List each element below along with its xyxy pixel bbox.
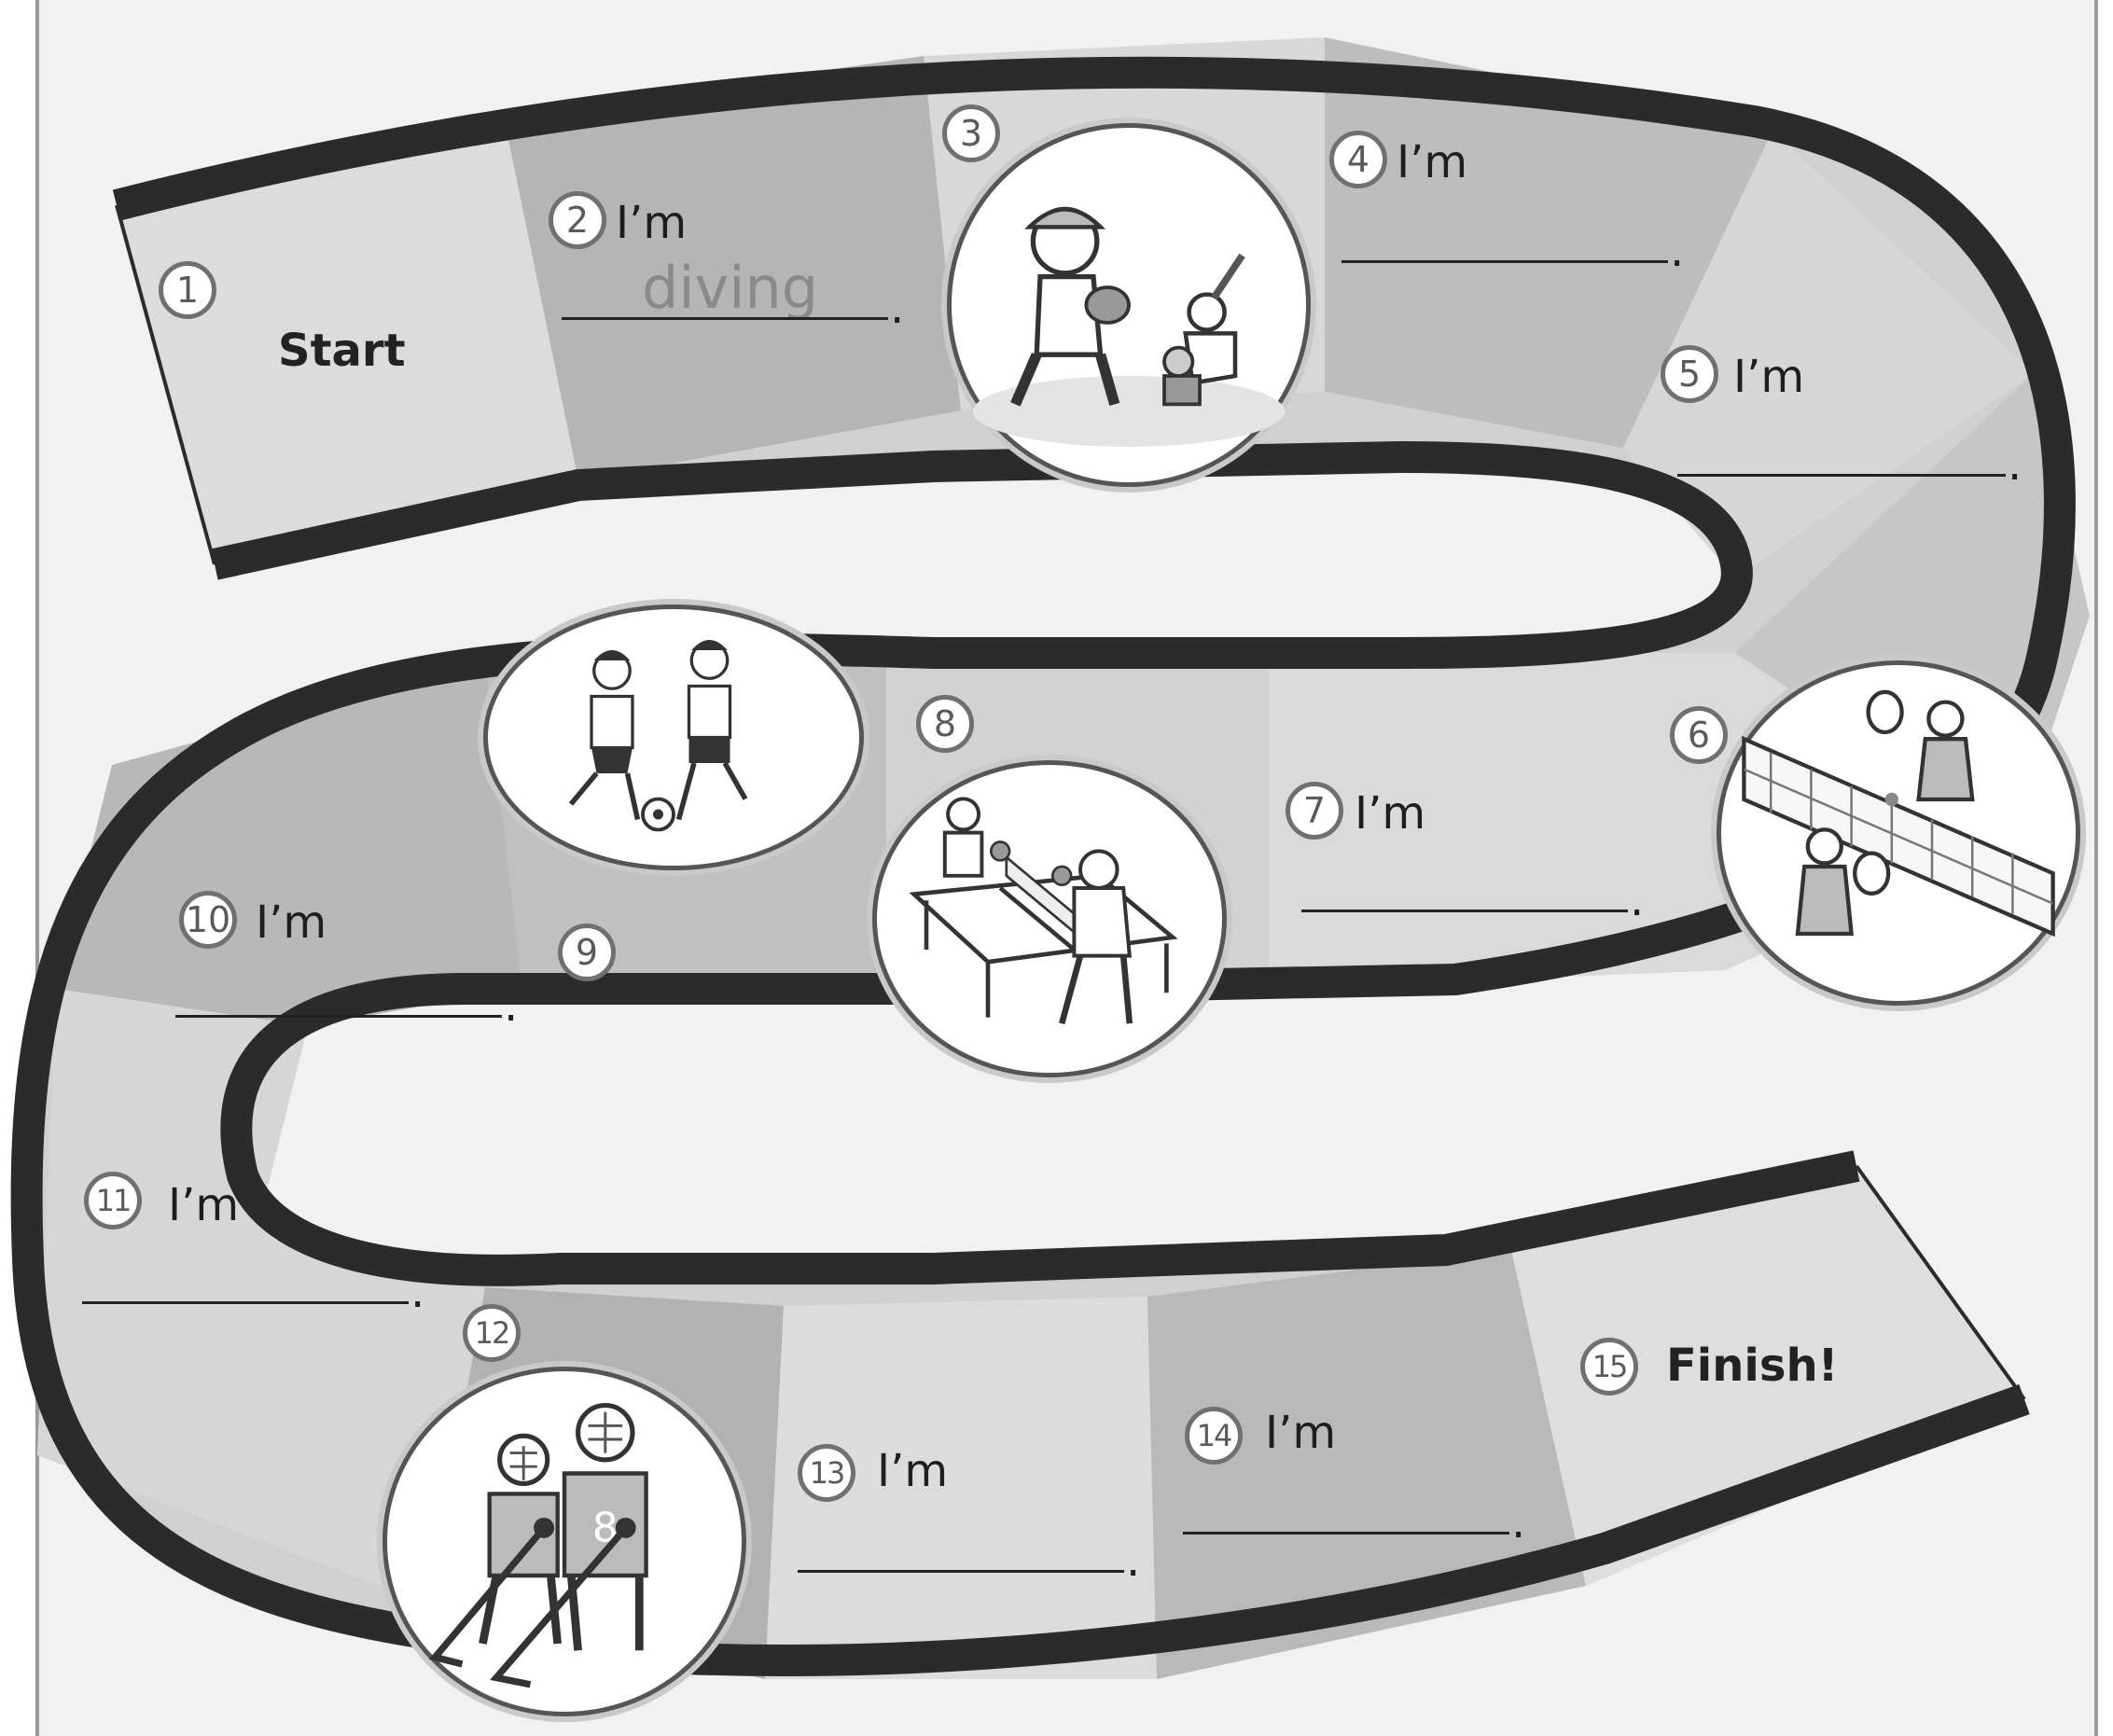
- space-number-15: 15: [1580, 1338, 1638, 1396]
- space-10-period: .: [504, 979, 519, 1032]
- space-10-prefix: I’m: [256, 896, 327, 949]
- space-10-blank[interactable]: [175, 1015, 502, 1018]
- space-11-period: .: [410, 1266, 425, 1318]
- space-13-blank[interactable]: [798, 1570, 1124, 1573]
- space-number-6: 6: [1670, 706, 1728, 764]
- table-tennis-icon: [909, 797, 1178, 1025]
- space-number-4: 4: [1329, 131, 1387, 188]
- right-frame-line: [2094, 0, 2098, 1736]
- space-number-14: 14: [1185, 1407, 1243, 1465]
- space-11-prefix: I’m: [168, 1179, 240, 1231]
- space-14-prefix: I’m: [1265, 1407, 1337, 1459]
- soccer-icon: [568, 640, 748, 832]
- space-5-period: .: [2008, 438, 2023, 491]
- space-number-12: 12: [463, 1304, 521, 1362]
- space-7-blank[interactable]: [1301, 910, 1628, 912]
- space-4-blank[interactable]: [1341, 260, 1668, 263]
- space-13-prefix: I’m: [877, 1445, 949, 1497]
- space-number-8: 8: [916, 695, 974, 753]
- space-number-9: 9: [558, 924, 616, 981]
- left-frame-line: [35, 0, 39, 1736]
- space-13-period: .: [1126, 1535, 1141, 1587]
- space-4-period: .: [1670, 225, 1685, 277]
- space-number-3: 3: [942, 104, 1000, 162]
- baseball-icon: [972, 206, 1286, 447]
- space-5-prefix: I’m: [1733, 351, 1805, 403]
- finish-label: Finish!: [1666, 1340, 1839, 1392]
- space-14-period: .: [1511, 1496, 1526, 1549]
- space-number-11: 11: [84, 1172, 142, 1229]
- tennis-icon: [1742, 689, 2055, 937]
- soccer-picture: [483, 604, 864, 870]
- space-2-answer: diving: [642, 254, 819, 322]
- space-5-blank[interactable]: [1677, 474, 2006, 477]
- space-2-blank[interactable]: [562, 317, 888, 320]
- ice-hockey-icon: 8: [428, 1402, 648, 1688]
- start-label: Start: [278, 325, 406, 377]
- space-number-1: 1: [159, 261, 216, 319]
- space-14-blank[interactable]: [1183, 1532, 1509, 1535]
- space-number-13: 13: [798, 1444, 855, 1502]
- space-2-prefix: I’m: [616, 197, 688, 249]
- space-number-7: 7: [1286, 782, 1343, 840]
- tennis-picture: [1717, 660, 2080, 1006]
- space-7-prefix: I’m: [1355, 787, 1426, 840]
- baseball-picture: [947, 123, 1311, 487]
- space-number-5: 5: [1661, 345, 1718, 403]
- space-7-period: .: [1630, 874, 1645, 926]
- table-tennis-picture: [872, 760, 1227, 1077]
- space-4-prefix: I’m: [1397, 136, 1468, 188]
- space-2-period: .: [890, 282, 905, 334]
- space-number-10: 10: [179, 891, 237, 949]
- ice-hockey-picture: 8: [382, 1367, 746, 1716]
- space-11-blank[interactable]: [82, 1301, 409, 1304]
- space-number-2: 2: [549, 191, 606, 249]
